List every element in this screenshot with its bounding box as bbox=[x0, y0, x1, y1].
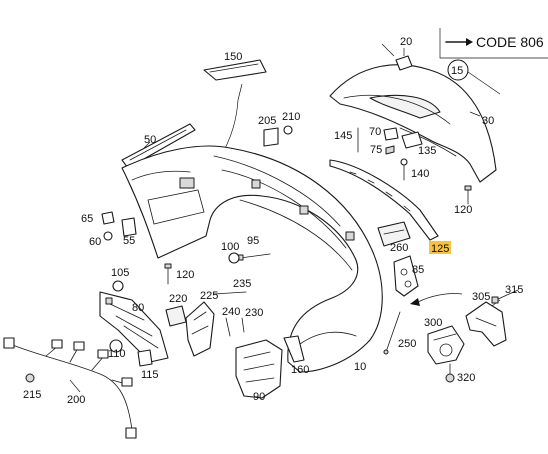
callout-70: 70 bbox=[369, 126, 381, 138]
part-95 bbox=[237, 253, 271, 261]
callout-15: 15 bbox=[451, 65, 463, 77]
part-220 bbox=[165, 305, 187, 327]
part-85 bbox=[393, 255, 419, 297]
callout-75: 75 bbox=[370, 144, 382, 156]
part-10-bumper-cover bbox=[121, 145, 383, 373]
callout-105: 105 bbox=[111, 267, 129, 279]
callout-20: 20 bbox=[400, 36, 412, 48]
part-160 bbox=[283, 335, 305, 363]
callout-125: 125 bbox=[431, 243, 449, 255]
callout-140: 140 bbox=[411, 168, 429, 180]
part-115 bbox=[137, 349, 153, 367]
pointer-arrow-icon bbox=[410, 298, 420, 306]
part-300 bbox=[427, 325, 465, 365]
part-75 bbox=[385, 145, 395, 155]
code-806-box: CODE 806 bbox=[439, 28, 548, 59]
callout-230: 230 bbox=[245, 307, 263, 319]
callout-90: 90 bbox=[253, 391, 265, 403]
callout-100: 100 bbox=[221, 241, 239, 253]
part-260 bbox=[377, 221, 411, 247]
part-120-right bbox=[464, 185, 472, 205]
callout-320: 320 bbox=[457, 372, 475, 384]
part-230-240 bbox=[225, 317, 245, 337]
callout-30: 30 bbox=[482, 115, 494, 127]
callout-50: 50 bbox=[144, 134, 156, 146]
callout-135: 135 bbox=[418, 145, 436, 157]
part-205 bbox=[263, 127, 279, 147]
callout-125-highlight bbox=[429, 241, 451, 254]
callout-305: 305 bbox=[472, 291, 490, 303]
callout-65: 65 bbox=[81, 213, 93, 225]
part-210 bbox=[283, 125, 293, 135]
callout-260: 260 bbox=[390, 242, 408, 254]
callout-160: 160 bbox=[291, 364, 309, 376]
callout-85: 85 bbox=[412, 264, 424, 276]
callout-250: 250 bbox=[398, 338, 416, 350]
callout-120-right: 120 bbox=[454, 204, 472, 216]
callout-10: 10 bbox=[354, 361, 366, 373]
part-120-left bbox=[164, 263, 172, 285]
code-806-label: CODE 806 bbox=[476, 34, 544, 50]
callout-205: 205 bbox=[258, 115, 276, 127]
callout-120-left: 120 bbox=[176, 269, 194, 281]
part-110 bbox=[109, 339, 123, 353]
callout-215: 215 bbox=[23, 389, 41, 401]
part-200-wiring-harness bbox=[3, 337, 137, 439]
callout-315: 315 bbox=[505, 284, 523, 296]
part-80 bbox=[99, 291, 169, 363]
part-60 bbox=[103, 231, 113, 241]
part-30-diffuser bbox=[329, 64, 497, 183]
part-125-trim-strip bbox=[329, 159, 439, 241]
part-65 bbox=[101, 211, 115, 225]
part-140 bbox=[400, 158, 408, 181]
part-135 bbox=[401, 131, 423, 149]
callout-145: 145 bbox=[334, 130, 352, 142]
arrow-right-icon bbox=[466, 38, 473, 46]
callout-200: 200 bbox=[67, 394, 85, 406]
callout-80: 80 bbox=[132, 302, 144, 314]
callout-95: 95 bbox=[247, 235, 259, 247]
part-150 bbox=[199, 59, 267, 181]
callout-15-circle bbox=[447, 59, 469, 81]
part-235 bbox=[213, 291, 247, 295]
part-105 bbox=[112, 280, 124, 292]
part-315-bolt bbox=[491, 289, 519, 304]
part-225 bbox=[185, 301, 215, 357]
callout-210: 210 bbox=[282, 111, 300, 123]
part-90 bbox=[235, 339, 283, 399]
callout-150: 150 bbox=[224, 51, 242, 63]
part-20 bbox=[381, 43, 413, 71]
callout-60: 60 bbox=[89, 236, 101, 248]
callout-110: 110 bbox=[108, 348, 126, 360]
part-100 bbox=[228, 252, 240, 264]
callout-240: 240 bbox=[222, 306, 240, 318]
part-55 bbox=[121, 217, 137, 237]
callout-300: 300 bbox=[424, 317, 442, 329]
callout-225: 225 bbox=[200, 290, 218, 302]
callout-235: 235 bbox=[233, 278, 251, 290]
part-215 bbox=[25, 373, 35, 383]
part-70 bbox=[383, 127, 399, 141]
callout-55: 55 bbox=[123, 235, 135, 247]
part-305 bbox=[465, 299, 507, 347]
callout-115: 115 bbox=[141, 369, 159, 381]
part-250-rod bbox=[383, 311, 401, 355]
part-320-screw bbox=[445, 363, 455, 383]
part-50 bbox=[121, 123, 196, 169]
callout-220: 220 bbox=[169, 293, 187, 305]
